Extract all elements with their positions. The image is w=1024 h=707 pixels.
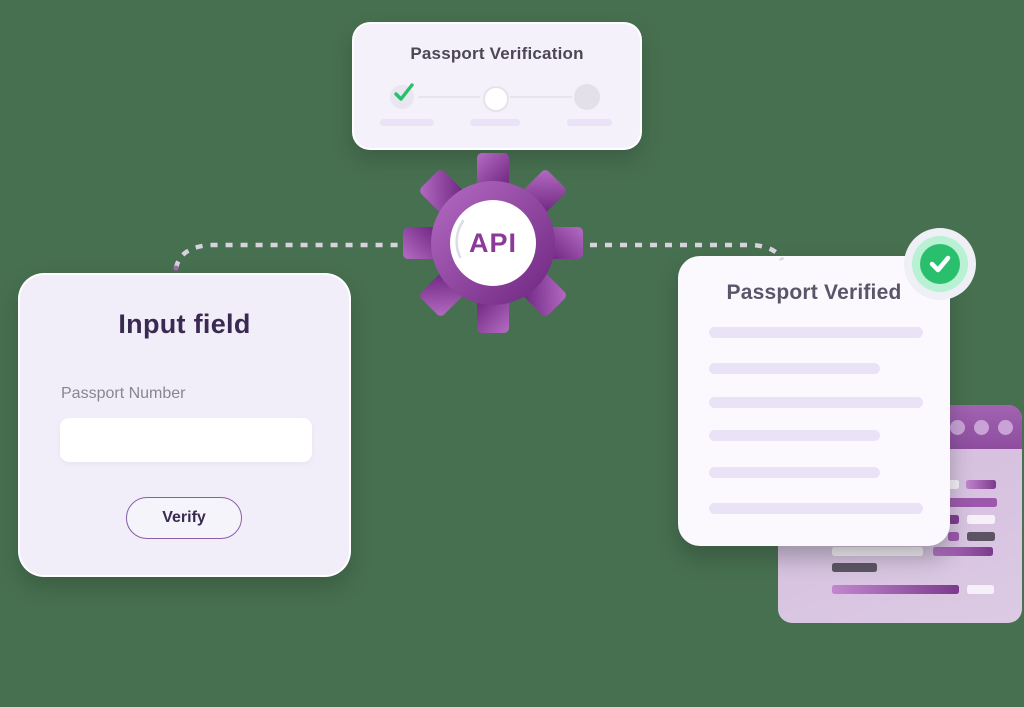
step-connector [510,96,572,98]
document-line-placeholder [709,503,923,514]
input-card: Input field Passport Number Verify [18,273,351,577]
result-card-title: Passport Verified [726,281,902,304]
window-control-dot [974,420,989,435]
passport-number-input[interactable] [60,418,312,462]
result-card: Passport Verified [678,256,950,546]
verified-badge-circle [920,244,960,284]
passport-number-label: Passport Number [61,385,186,402]
progress-card-title: Passport Verification [410,44,584,63]
verify-button[interactable]: Verify [126,497,242,539]
check-icon [394,83,414,101]
api-gear: API [398,148,588,338]
document-line-placeholder [709,327,923,338]
data-chip [946,480,959,489]
step-connector [418,96,480,98]
step-complete [390,83,414,109]
data-bar [948,498,997,507]
data-bar [967,532,995,541]
data-bar [933,547,993,556]
document-line-placeholder [709,430,880,441]
data-bar [832,585,959,594]
data-chip [948,515,959,524]
gear-icon: API [403,153,583,333]
check-badge-icon [929,255,951,273]
verified-badge [904,228,976,300]
progress-card: Passport Verification [352,22,642,150]
data-bar [967,515,995,524]
data-bar [832,547,923,556]
step-label-placeholder [470,119,520,126]
input-card-title: Input field [118,309,251,339]
step-label-placeholder [380,119,434,126]
document-line-placeholder [709,467,880,478]
data-bar [832,563,877,572]
api-label: API [469,228,517,258]
step-current [483,86,509,112]
document-line-placeholder [709,363,880,374]
window-control-dot [950,420,965,435]
data-chip [948,532,959,541]
data-bar [966,480,996,489]
data-chip [967,585,994,594]
window-control-dot [998,420,1013,435]
document-line-placeholder [709,397,923,408]
step-label-placeholder [567,119,612,126]
step-upcoming [574,84,600,110]
